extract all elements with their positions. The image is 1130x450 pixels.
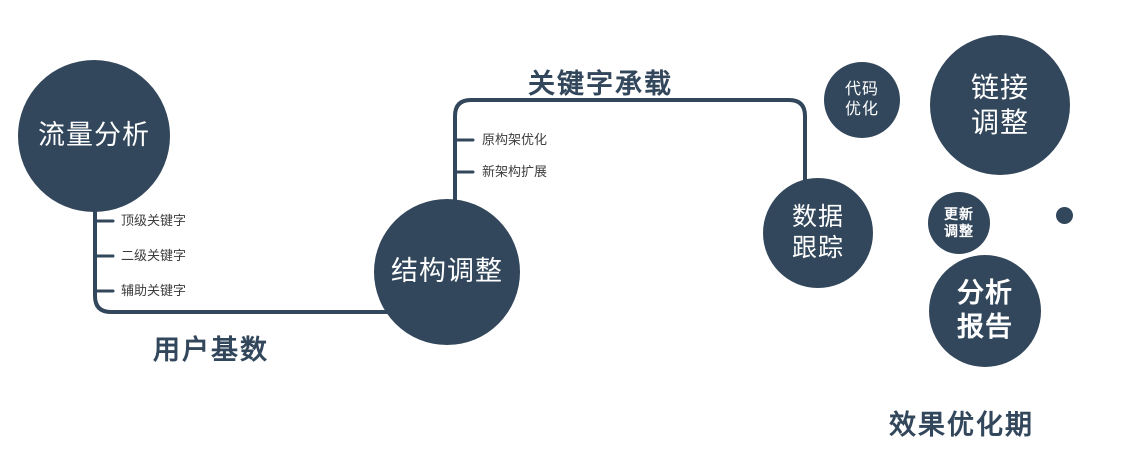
branch-label-new-architecture: 新架构扩展 [482, 164, 548, 179]
bullet-dot [1056, 207, 1073, 224]
node-update-adjustment: 更新 调整 [928, 192, 990, 254]
node-analysis-report: 分析 报告 [929, 255, 1041, 367]
branch-label-original-architecture: 原构架优化 [482, 132, 548, 147]
edge-structure-to-tracking [453, 98, 807, 217]
node-link-adjustment: 链接 调整 [930, 35, 1070, 175]
branch-label-auxiliary-keywords: 辅助关键字 [121, 283, 187, 298]
node-code-optimization: 代码 优化 [824, 62, 900, 138]
edge-label-user-base: 用户基数 [153, 335, 269, 365]
branch-label-top-keywords: 顶级关键字 [121, 213, 187, 228]
node-structure-adjustment: 结构调整 [374, 199, 520, 345]
node-data-tracking: 数据 跟踪 [763, 178, 873, 288]
edge-label-keyword-carrying: 关键字承载 [528, 69, 673, 99]
branch-label-secondary-keywords: 二级关键字 [121, 248, 187, 263]
edge-traffic-to-structure [93, 193, 412, 314]
footer-caption-effect-optimization: 效果优化期 [889, 410, 1034, 440]
node-traffic-analysis: 流量分析 [18, 60, 170, 212]
